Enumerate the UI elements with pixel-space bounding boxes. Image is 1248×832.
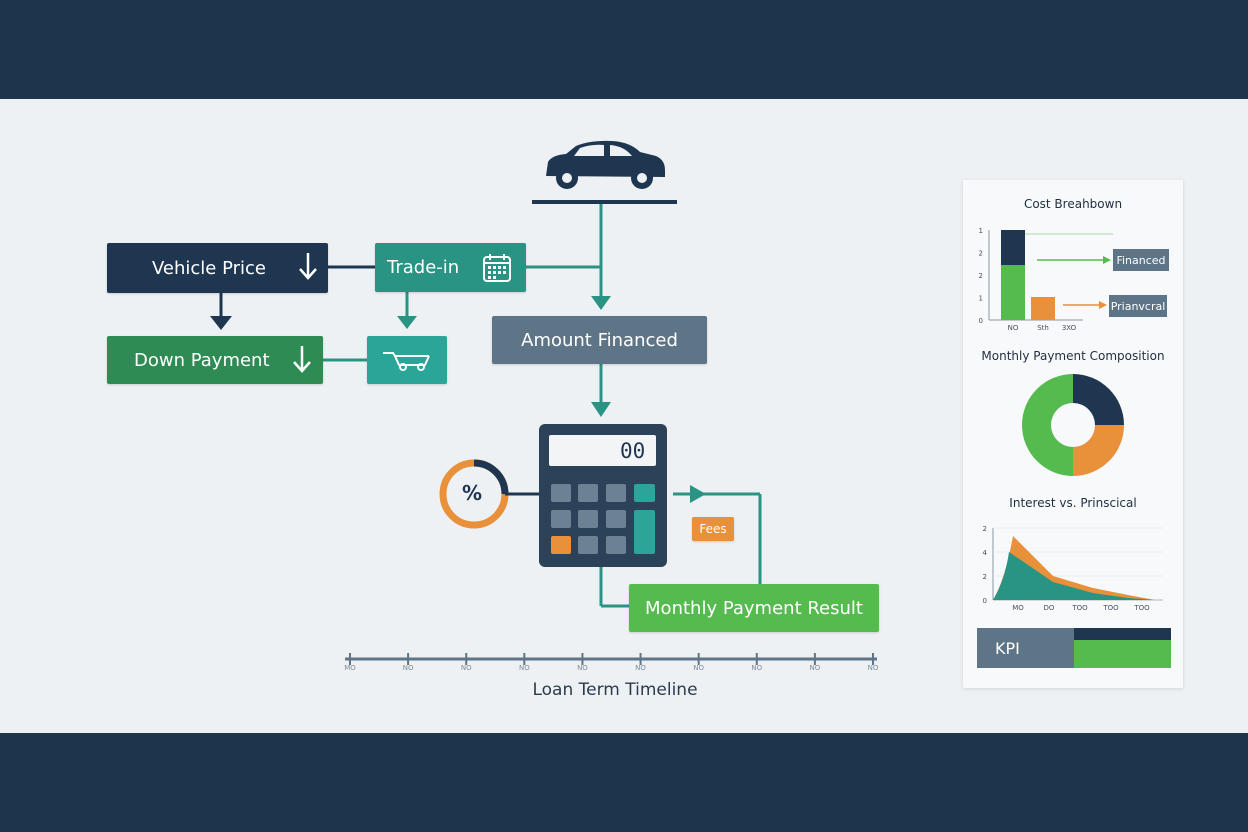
bar-segment-principal (1001, 265, 1025, 320)
monthly-payment-result-label: Monthly Payment Result (645, 597, 863, 619)
timeline-tick-label: NO (693, 664, 705, 672)
area-x-tick: TOO (1102, 604, 1119, 612)
interest-principal-title: Interest vs. Prinscical (1009, 496, 1137, 510)
principal-tag: Prianvcral (1109, 295, 1167, 317)
timeline-tick-label: NO (460, 664, 472, 672)
cost-breakdown-title: Cost Breahbown (1023, 197, 1123, 211)
vehicle-price-label: Vehicle Price (152, 257, 267, 279)
financed-arrowhead (1103, 256, 1111, 264)
arrow-down-icon (291, 344, 313, 380)
area-y-tick: 4 (983, 549, 988, 557)
area-x-tick: MO (1012, 604, 1024, 612)
kpi-bar-dark (1074, 628, 1171, 640)
payment-composition-title: Monthly Payment Composition (981, 349, 1165, 363)
down-payment-node[interactable]: Down Payment (107, 336, 323, 384)
payment-composition-chart (1022, 374, 1124, 476)
kpi-label: KPI (995, 638, 1020, 658)
bottom-band (0, 733, 1248, 832)
bar-y-tick: 0 (979, 317, 983, 325)
timeline-tick-label: NO (809, 664, 821, 672)
cart-node[interactable] (367, 336, 447, 384)
timeline-tick-label: NO (518, 664, 530, 672)
donut-slice (1073, 374, 1124, 425)
bar-y-tick: 2 (979, 272, 983, 280)
cost-breakdown-chart: 0 1 2 2 1NO Sth 3XO (979, 227, 1113, 332)
financed-tag: Financed (1113, 249, 1169, 271)
area-x-tick: TOO (1133, 604, 1150, 612)
trade-in-node[interactable]: Trade-in (375, 243, 526, 292)
area-series-principal (993, 552, 1155, 600)
bar-x-tick: 3XO (1062, 324, 1077, 332)
financed-tag-label: Financed (1116, 253, 1166, 267)
timeline-tick-label: NO (577, 664, 588, 672)
bar-y-tick: 1 (979, 227, 983, 235)
bar-x-tick: NO (1008, 324, 1019, 332)
top-band (0, 0, 1248, 99)
cart-icon (381, 348, 433, 376)
monthly-payment-result-node[interactable]: Monthly Payment Result (629, 584, 879, 632)
arrow-down-icon (297, 251, 319, 287)
amount-financed-node[interactable]: Amount Financed (492, 316, 707, 364)
principal-arrowhead (1099, 301, 1107, 309)
area-x-tick: DO (1044, 604, 1055, 612)
timeline-tick-label: NO (635, 664, 646, 672)
calculator-icon (539, 424, 667, 567)
area-x-tick: TOO (1071, 604, 1088, 612)
amount-financed-label: Amount Financed (521, 329, 678, 351)
timeline-title: Loan Term Timeline (532, 680, 698, 700)
calendar-icon (482, 253, 512, 287)
principal-tag-label: Prianvcral (1110, 299, 1166, 313)
bar-segment-financed (1001, 230, 1025, 265)
bar-y-tick: 2 (979, 250, 983, 258)
trade-in-label: Trade-in (387, 257, 460, 278)
car-platform (532, 200, 677, 204)
vehicle-price-node[interactable]: Vehicle Price (107, 243, 328, 293)
timeline-tick-label: NO (867, 664, 879, 672)
loan-term-timeline (345, 653, 877, 665)
timeline-tick-label: NO (751, 664, 763, 672)
bar-x-tick: Sth (1037, 324, 1049, 332)
fees-label: Fees (699, 522, 727, 536)
percent-label: % (462, 481, 483, 505)
bar-y-tick: 1 (979, 295, 983, 303)
kpi-bar-green (1074, 640, 1171, 668)
down-payment-label: Down Payment (134, 349, 270, 371)
kpi-label-block: KPI (977, 628, 1074, 668)
timeline-tick-label: NO (402, 664, 414, 672)
calculator-display-value: 00 (620, 439, 646, 463)
bar-segment-orange (1031, 297, 1055, 320)
kpi-card: KPI (977, 628, 1171, 668)
timeline-tick-label: MO (344, 664, 356, 672)
fees-node[interactable]: Fees (692, 517, 734, 541)
donut-slice (1073, 425, 1124, 476)
area-y-tick: 2 (983, 573, 987, 581)
area-y-tick: 0 (983, 597, 987, 605)
interest-principal-chart: 0 2 4 2MO DO TOO TOO TOO (983, 525, 1163, 612)
area-y-tick: 2 (983, 525, 987, 533)
car-icon (546, 140, 665, 189)
donut-slice (1022, 374, 1073, 476)
